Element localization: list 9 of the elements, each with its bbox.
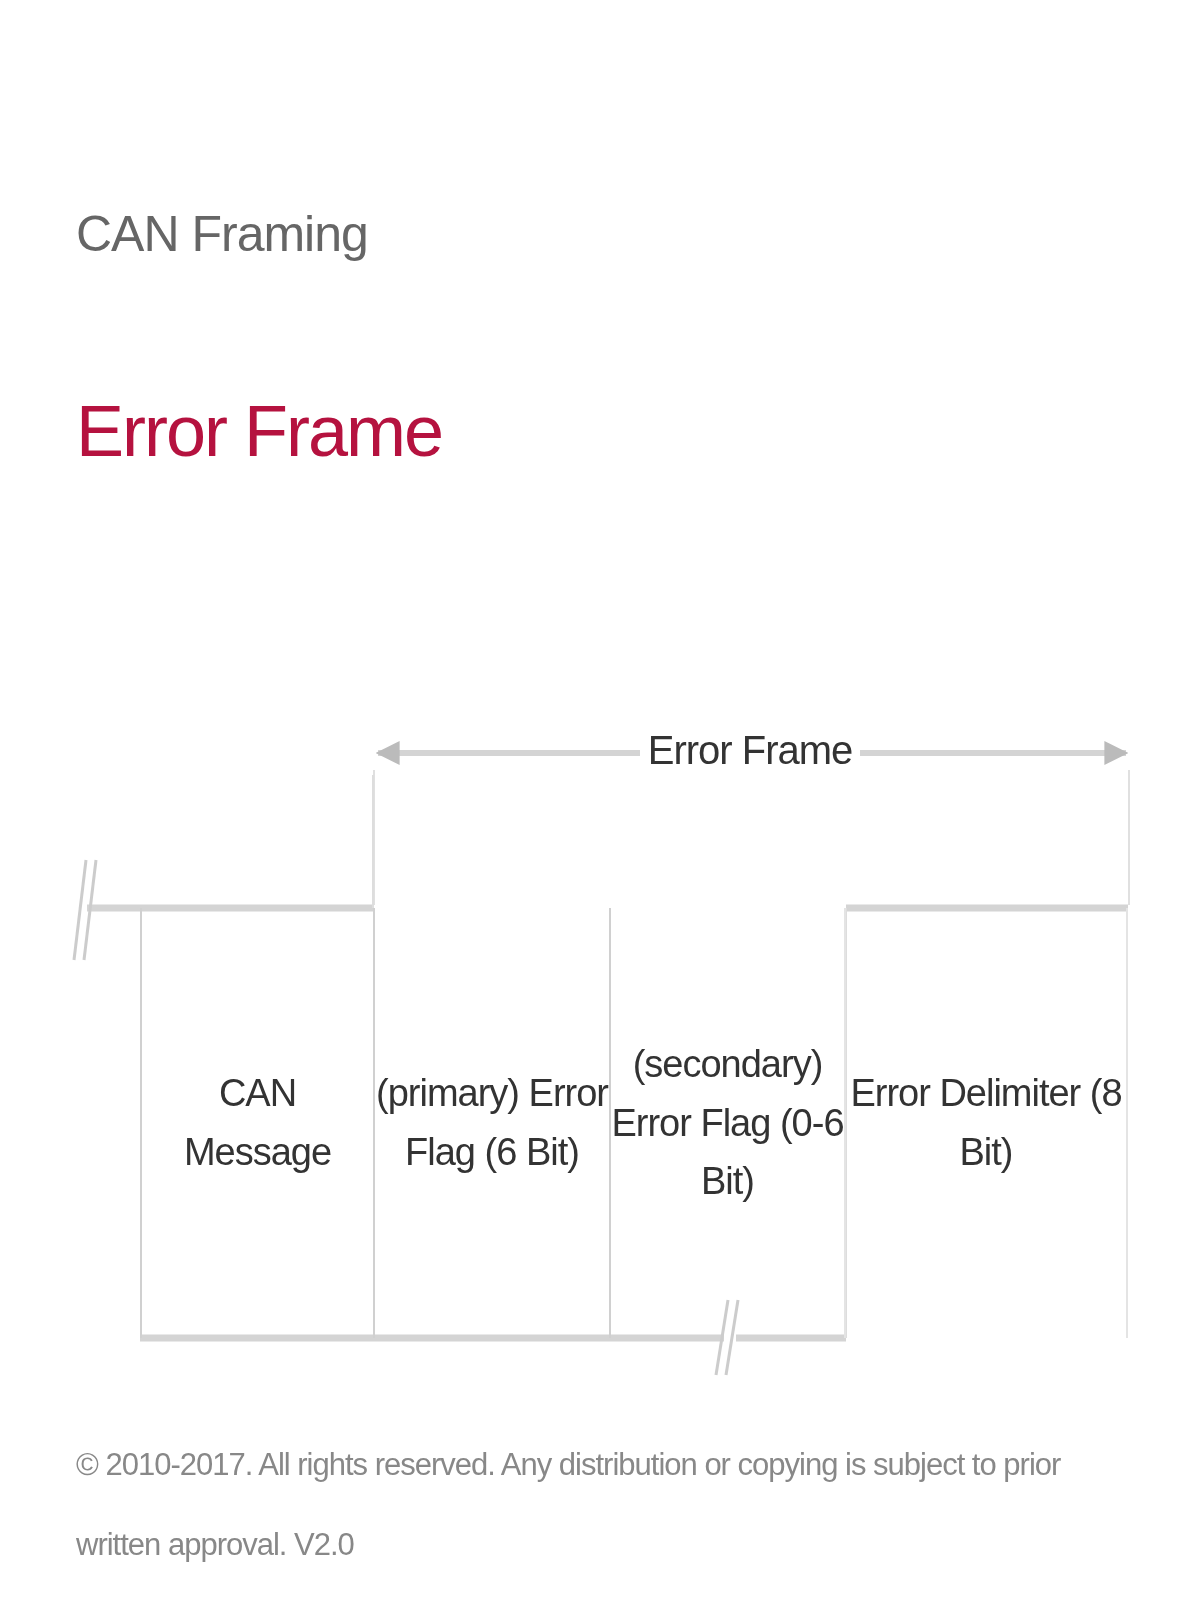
page-title: CAN Framing <box>76 205 368 263</box>
field-label: CAN Message <box>182 1071 333 1175</box>
field-label: (primary) Error Flag (6 Bit) <box>375 1071 609 1175</box>
field-label: Error Delimiter (8 Bit) <box>849 1071 1123 1175</box>
copyright-note: © 2010-2017. All rights reserved. Any distribution or copying is subject to prior written approval. V2.0 <box>76 1446 1062 1564</box>
field-label: (secondary) Error Flag (0-6 Bit) <box>611 1041 844 1205</box>
frame-field <box>609 908 846 1338</box>
frame-field <box>373 908 609 1338</box>
section-heading: Error Frame <box>76 390 443 472</box>
